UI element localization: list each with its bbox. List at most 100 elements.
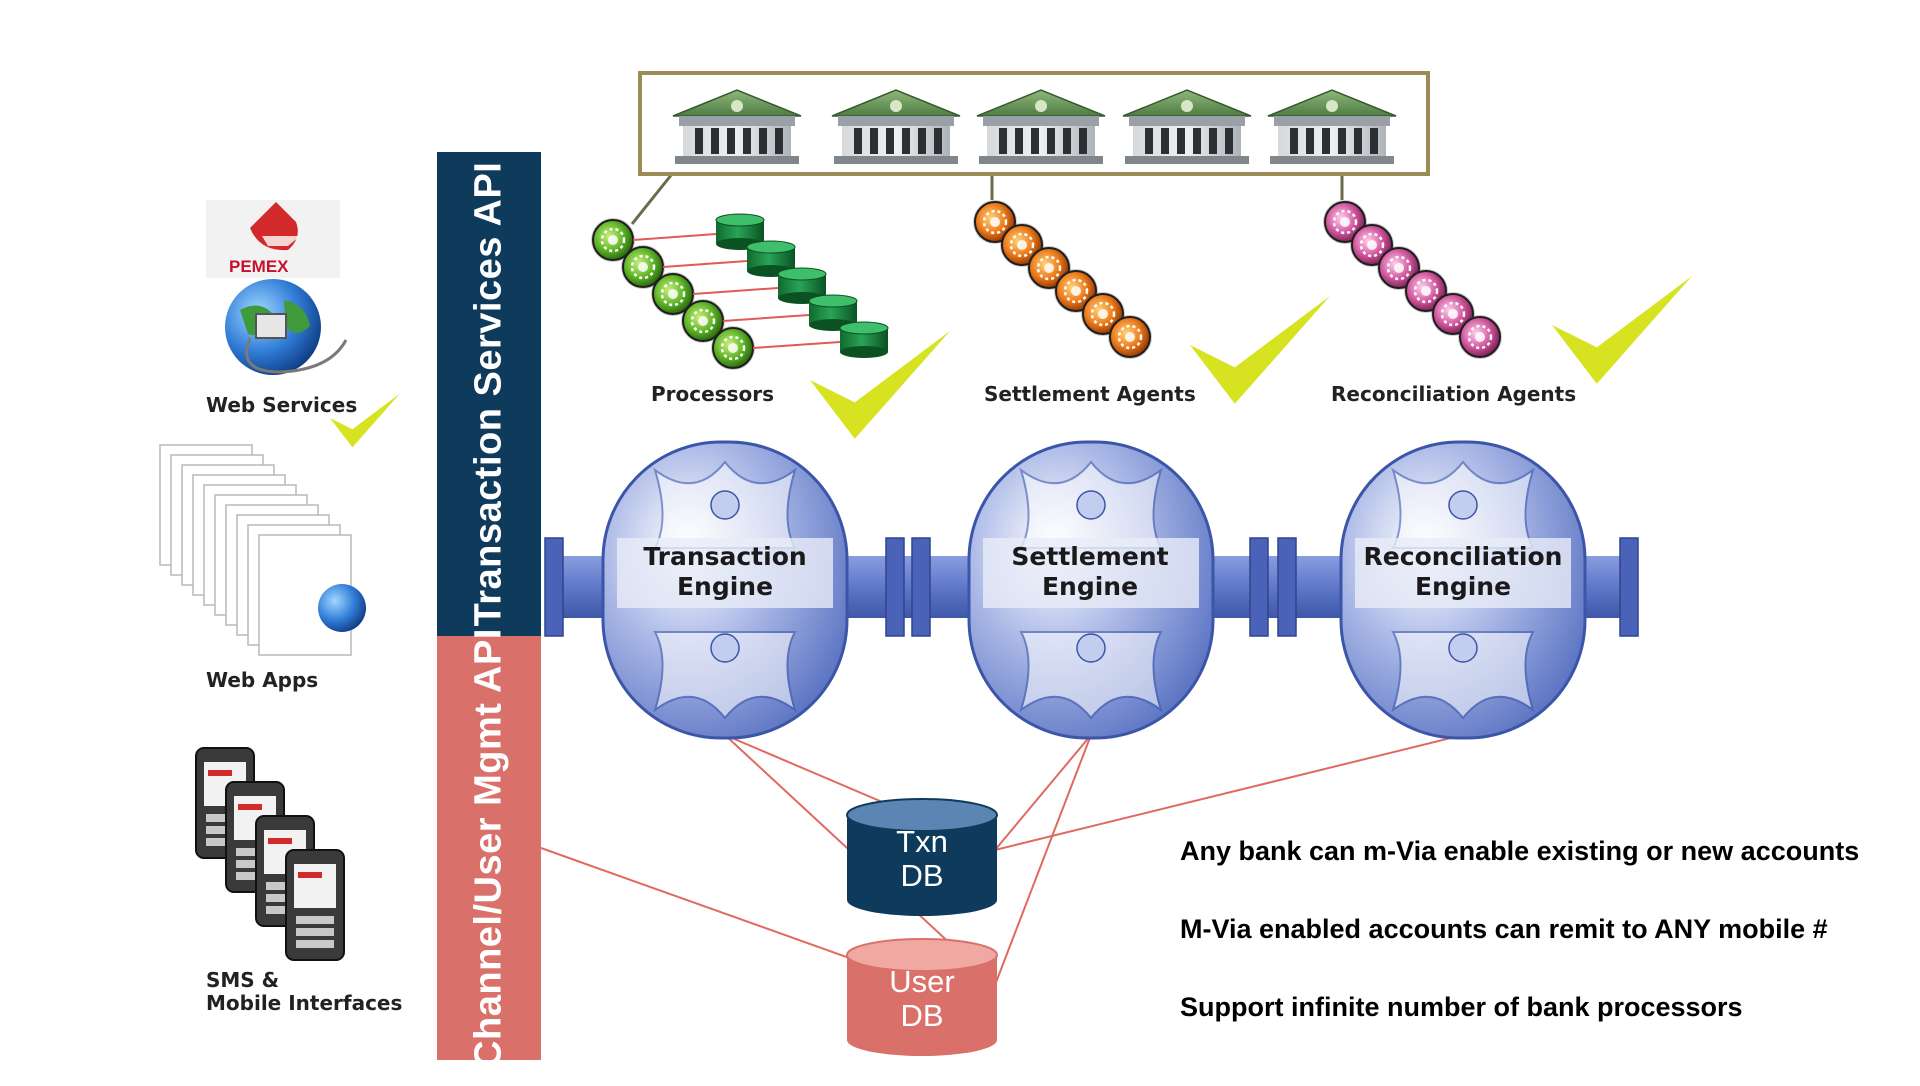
bank-column-gap [1370, 128, 1378, 154]
pipe-flange [1277, 537, 1297, 637]
gear-teeth [630, 254, 656, 280]
gear-hub [1448, 309, 1458, 319]
web-apps-label: Web Apps [206, 668, 319, 692]
gear-hub [1367, 240, 1377, 250]
reconciliation-gear [1404, 269, 1448, 313]
checkmarks [330, 276, 1692, 448]
bank-column-gap [1209, 128, 1217, 154]
bank-entablature [1129, 116, 1245, 126]
left-channels [159, 200, 366, 961]
bank-column-gap [918, 128, 926, 154]
gear-hub [638, 262, 648, 272]
gear-teeth [1467, 324, 1493, 350]
bank-column-gap [1338, 128, 1346, 154]
processor-db-top [839, 321, 889, 335]
processor-gear [621, 245, 665, 289]
settlement-engine-line1: Settlement [1011, 542, 1169, 571]
bank-icon [1122, 89, 1252, 164]
bank-column-gap [1193, 128, 1201, 154]
user-db-line1: User [889, 964, 955, 999]
sms-label-line1: SMS & [206, 968, 280, 992]
bank-column-gap [727, 128, 735, 154]
phone-keypad-row [296, 940, 334, 948]
db-connector-line [994, 734, 1464, 851]
bank-entablature [679, 116, 795, 126]
processor-gear [681, 299, 725, 343]
gear-hub [1071, 286, 1081, 296]
phone-keypad-row [296, 928, 334, 936]
gear-teeth [1036, 255, 1062, 281]
bank-steps [1270, 156, 1394, 164]
bank-icon [831, 89, 961, 164]
bank-icon [976, 89, 1106, 164]
pemex-eagle-wing [262, 236, 300, 246]
phone-keypad-row [296, 916, 334, 924]
reconciliation-agents-label: Reconciliation Agents [1331, 382, 1577, 406]
engine-label-panel [983, 538, 1199, 608]
gear-hub [1044, 263, 1054, 273]
bank-column-gap [1047, 128, 1055, 154]
network-plug-icon [255, 313, 287, 339]
transaction-services-api-bar: Transaction Services API [437, 152, 541, 636]
settlement-gear [1108, 315, 1152, 359]
transaction-engine-label: Transaction Engine [605, 542, 845, 602]
engine-upper-hub [710, 490, 740, 520]
reconciliation-checkmark-icon [1552, 276, 1692, 384]
phone-screen-logo [208, 770, 232, 776]
mobile-phone-icon [285, 849, 345, 961]
bank-column-gap [1015, 128, 1023, 154]
bank-column-gap [759, 128, 767, 154]
processor-link-line [662, 260, 748, 268]
gear-teeth [660, 281, 686, 307]
bank-emblem [1326, 100, 1338, 112]
engine-lower-gear [653, 631, 797, 720]
reconciliation-gear [1458, 315, 1502, 359]
gear-teeth [1063, 278, 1089, 304]
processor-db-top [777, 267, 827, 281]
engine-lower-hub [710, 633, 740, 663]
gear-teeth [720, 335, 746, 361]
bank-emblem [1181, 100, 1193, 112]
gear-teeth [1359, 232, 1385, 258]
phone-screen-logo [298, 872, 322, 878]
bank-steps [1125, 156, 1249, 164]
gear-hub [1125, 332, 1135, 342]
bank-column-gap [1161, 128, 1169, 154]
bank-column-gap [854, 128, 862, 154]
processor-db-top [808, 294, 858, 308]
settlement-engine-label: Settlement Engine [970, 542, 1210, 602]
txn-db-label: Txn DB [847, 825, 997, 893]
gear-hub [990, 217, 1000, 227]
note-remit-any-mobile: M-Via enabled accounts can remit to ANY … [1180, 914, 1828, 944]
gear-hub [698, 316, 708, 326]
pipe-flange [911, 537, 931, 637]
pipe-flange [1619, 537, 1639, 637]
user-db-label: User DB [847, 965, 997, 1033]
note-any-bank: Any bank can m-Via enable existing or ne… [1180, 836, 1860, 866]
web-services-label: Web Services [206, 393, 358, 417]
bank-column-gap [886, 128, 894, 154]
engine-3 [1339, 440, 1587, 740]
bank-entablature [838, 116, 954, 126]
txn-db-line2: DB [900, 858, 944, 893]
bank-column-gap [934, 128, 942, 154]
user-db-base [847, 1024, 997, 1056]
pipe-flange [544, 537, 564, 637]
bank-column-gap [695, 128, 703, 154]
user-db [846, 938, 998, 1056]
gear-hub [1475, 332, 1485, 342]
pipe-flange [1249, 537, 1269, 637]
gear-hub [1340, 217, 1350, 227]
bank-steps [979, 156, 1103, 164]
bank-column-gap [999, 128, 1007, 154]
bank-group [638, 71, 1430, 176]
bank-column-gap [1225, 128, 1233, 154]
bank-column-gap [902, 128, 910, 154]
reconciliation-engine-label: Reconciliation Engine [1343, 542, 1583, 602]
engine-label-panel [1355, 538, 1571, 608]
databases [846, 798, 998, 1056]
processor-gear [651, 272, 695, 316]
gear-hub [1394, 263, 1404, 273]
reconciliation-engine-line2: Engine [1414, 572, 1512, 601]
engine-lower-gear [1391, 631, 1535, 720]
